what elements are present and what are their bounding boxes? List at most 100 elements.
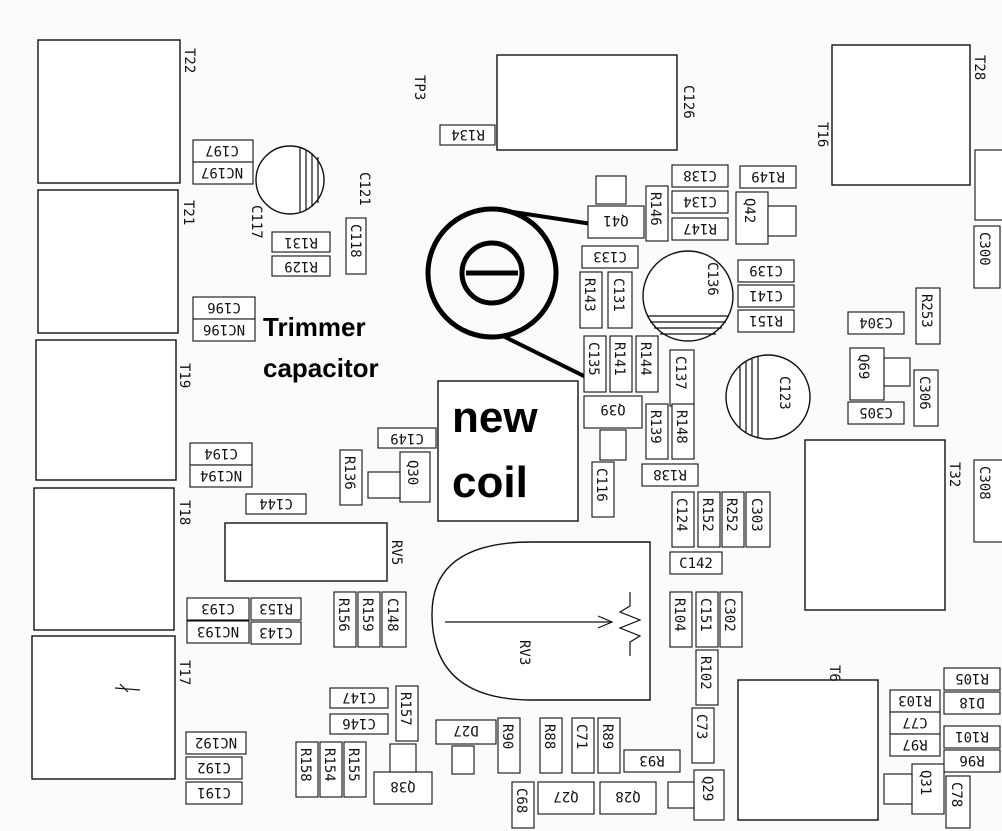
label-c78: C78 (948, 782, 964, 807)
label-c194: C194 (204, 445, 238, 461)
annotation-coil-line2: coil (452, 458, 528, 507)
part-c137 (669, 349, 695, 407)
label-r147: R147 (683, 220, 717, 236)
annotation-pointer-top (512, 210, 593, 226)
label-r148: R148 (673, 410, 689, 444)
part-c142 (669, 551, 723, 575)
label-c126: C126 (680, 85, 696, 119)
label-c134: C134 (683, 193, 717, 209)
label-r96: R96 (959, 752, 984, 768)
label-r253: R253 (918, 294, 934, 328)
part-c124 (671, 491, 695, 548)
part-r136 (339, 449, 363, 506)
label-c131: C131 (610, 278, 626, 312)
label-r155: R155 (345, 748, 361, 782)
part-d27-pad (451, 745, 475, 775)
label-c141: C141 (749, 287, 783, 303)
part-r138 (641, 463, 699, 487)
label-t21: T21 (180, 200, 196, 225)
part-r129 (271, 255, 331, 277)
label-nc194: NC194 (200, 467, 242, 483)
label-c124: C124 (673, 498, 689, 532)
label-r143: R143 (581, 278, 597, 312)
part-c134 (671, 190, 729, 214)
label-r93: R93 (639, 752, 664, 768)
part-q42-pad (767, 205, 797, 237)
part-c151 (695, 591, 719, 648)
part-r148 (671, 403, 695, 460)
label-r153: R153 (259, 600, 293, 616)
annotation-trimmer-line2: capacitor (263, 353, 379, 383)
label-tp3: TP3 (411, 75, 427, 100)
label-r134: R134 (451, 126, 485, 142)
part-c192 (185, 756, 243, 780)
part-r151 (737, 309, 795, 333)
label-c73: C73 (693, 714, 709, 739)
part-r93 (623, 749, 681, 773)
part-q39 (583, 395, 643, 429)
part-r97 (889, 733, 941, 757)
label-t6: T6 (826, 665, 842, 682)
part-d27 (435, 719, 497, 745)
part-r146 (645, 185, 669, 242)
label-c137: C137 (672, 356, 688, 390)
label-c123: C123 (776, 376, 792, 410)
part-c138 (671, 164, 729, 188)
label-c302: C302 (721, 598, 737, 632)
label-c303: C303 (748, 498, 764, 532)
label-t22: T22 (181, 48, 197, 73)
label-r159: R159 (359, 598, 375, 632)
part-c135 (583, 335, 607, 393)
capacitor-c123 (725, 354, 811, 440)
label-r152: R152 (699, 498, 715, 532)
part-c308 (973, 459, 1002, 543)
part-c73 (691, 707, 715, 764)
part-r131 (271, 231, 331, 253)
label-c139: C139 (749, 262, 783, 278)
part-c118 (345, 217, 367, 275)
label-r149: R149 (751, 168, 785, 184)
label-r151: R151 (749, 312, 783, 328)
label-r141: R141 (611, 342, 627, 376)
capacitor-c117-stripe (299, 148, 319, 212)
label-r158: R158 (297, 748, 313, 782)
part-c139 (737, 259, 795, 283)
label-c117: C117 (248, 205, 264, 239)
part-r156 (333, 591, 357, 648)
label-q29: Q29 (699, 776, 715, 801)
capacitor-c136-stripe (648, 315, 728, 335)
part-nc196 (192, 318, 256, 342)
label-r97: R97 (902, 736, 927, 752)
transformer-t21 (37, 189, 179, 334)
label-t28: T28 (971, 55, 987, 80)
label-c138: C138 (683, 167, 717, 183)
part-c71 (571, 717, 595, 774)
part-q69-pad (883, 357, 911, 387)
label-c146: C146 (342, 715, 376, 731)
part-q30-pad (367, 471, 401, 499)
label-t19: T19 (176, 363, 192, 388)
label-c197: C197 (205, 142, 239, 158)
part-c133 (581, 245, 639, 269)
capacitor-c136 (642, 250, 734, 342)
label-c142: C142 (679, 556, 713, 572)
part-c141 (737, 284, 795, 308)
part-r159 (357, 591, 381, 648)
label-c304: C304 (859, 314, 893, 330)
transformer-t16 (831, 44, 971, 186)
part-r89 (597, 717, 621, 774)
part-q28 (599, 781, 657, 815)
part-c193 (186, 597, 250, 621)
part-r152 (697, 491, 721, 548)
part-q29 (693, 769, 725, 821)
part-c126 (496, 54, 678, 151)
part-c149 (377, 427, 437, 449)
part-r252 (721, 491, 745, 548)
part-c78 (945, 775, 971, 829)
label-nc196: NC196 (203, 321, 245, 337)
label-nc197: NC197 (201, 164, 243, 180)
part-q30 (399, 451, 431, 503)
part-r144 (635, 335, 659, 393)
label-r104: R104 (671, 598, 687, 632)
part-r104 (669, 591, 693, 648)
